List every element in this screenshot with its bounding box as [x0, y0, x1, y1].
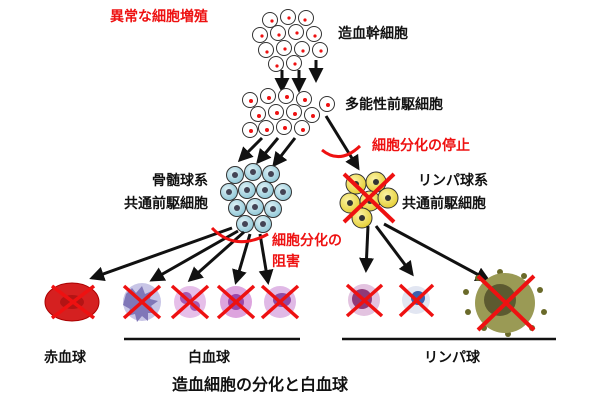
lymphoid-cross-icon — [342, 172, 396, 224]
label-wbc: 白血球 — [188, 349, 231, 366]
label-stem-cell: 造血幹細胞 — [338, 25, 408, 42]
lymphocyte-cell-2-icon — [398, 283, 435, 318]
stem-to-multipotent-arrows — [274, 60, 324, 93]
annotation-abnormal-growth: 異常な細胞増殖 — [110, 8, 208, 25]
annotation-diff-block-1: 細胞分化の — [272, 232, 342, 249]
multipotent-to-lymphoid-arrow — [324, 115, 360, 171]
lymphoid-progenitor-cluster — [339, 171, 399, 229]
diff-block-arc — [210, 226, 269, 244]
wbc-cell-1-icon — [122, 283, 162, 322]
diff-stop-arc — [321, 144, 362, 158]
diagram-title: 造血細胞の分化と白血球 — [172, 375, 349, 394]
wbc-cell-3-icon — [216, 284, 256, 320]
annotation-diff-block-2: 阻害 — [272, 253, 300, 270]
label-myeloid-2: 共通前駆細胞 — [124, 195, 208, 212]
myeloid-progenitor-cluster — [220, 163, 292, 233]
lymphocyte-cell-1-icon — [345, 283, 384, 318]
myeloid-to-output-arrows — [89, 226, 274, 285]
label-lymphoid-2: 共通前駆細胞 — [402, 195, 486, 212]
lymphoid-to-output-arrows — [359, 222, 491, 282]
lymphocyte-cell-3-icon — [463, 269, 547, 337]
label-myeloid-1: 骨髄球系 — [152, 172, 208, 189]
multipotent-to-myeloid-arrows — [237, 136, 297, 168]
rbc-cell-icon — [44, 282, 100, 322]
wbc-cell-2-icon — [170, 284, 210, 320]
wbc-cell-4-icon — [260, 284, 300, 320]
label-lymphoid-1: リンパ球系 — [418, 172, 488, 189]
label-rbc: 赤血球 — [44, 349, 87, 366]
label-lymphocyte: リンパ球 — [424, 349, 481, 366]
annotation-diff-stop: 細胞分化の停止 — [372, 137, 470, 154]
label-multipotent-progenitor: 多能性前駆細胞 — [345, 96, 443, 113]
stem-cell-cluster — [252, 9, 328, 72]
multipotent-cell-cluster — [242, 88, 335, 138]
